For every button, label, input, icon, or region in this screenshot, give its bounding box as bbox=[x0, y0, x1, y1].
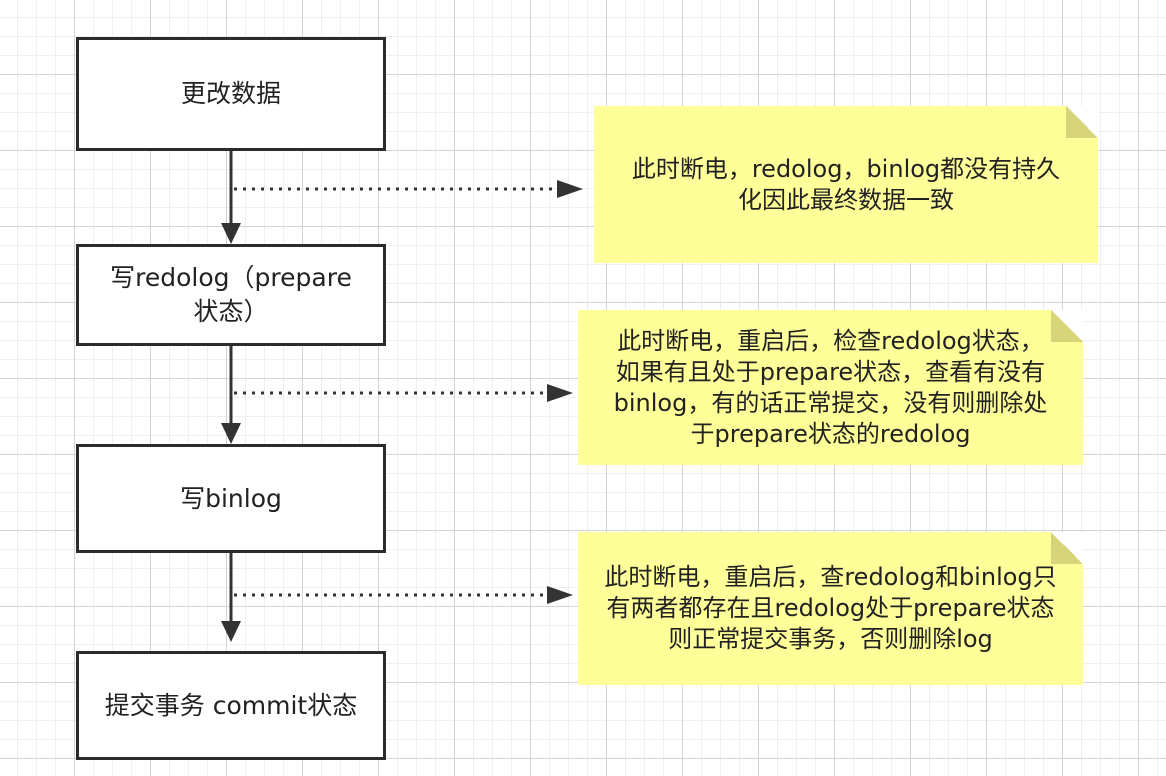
step-commit-box[interactable]: 提交事务 commit状态 bbox=[76, 651, 386, 760]
step-update-label: 更改数据 bbox=[180, 79, 281, 108]
flow-arrow-redolog-to-binlog bbox=[221, 346, 241, 444]
note-3-sticky[interactable]: 此时断电，重启后，查redolog和binlog只有两者都存在且redolog处… bbox=[578, 532, 1083, 685]
step-redolog-box[interactable]: 写redolog（prepare状态） bbox=[76, 244, 386, 346]
note-2-sticky[interactable]: 此时断电，重启后，检查redolog状态，如果有且处于prepare状态，查看有… bbox=[578, 310, 1083, 465]
flow-arrow-binlog-to-commit bbox=[221, 553, 241, 642]
note-3-fold-corner bbox=[1051, 532, 1083, 564]
step-redolog-label: 写redolog（prepare状态） bbox=[110, 263, 352, 326]
step-binlog-label: 写binlog bbox=[180, 483, 282, 513]
step-update-box[interactable]: 更改数据 bbox=[76, 37, 386, 151]
note-3-text: 此时断电，重启后，查redolog和binlog只有两者都存在且redolog处… bbox=[604, 563, 1057, 653]
note-1-sticky[interactable]: 此时断电，redolog，binlog都没有持久化因此最终数据一致 bbox=[594, 106, 1098, 263]
note-2-fold-corner bbox=[1051, 310, 1083, 342]
dotted-arrow-to-note-3 bbox=[234, 586, 573, 604]
step-binlog-box[interactable]: 写binlog bbox=[76, 444, 386, 553]
note-2-text: 此时断电，重启后，检查redolog状态，如果有且处于prepare状态，查看有… bbox=[613, 326, 1048, 448]
flow-arrow-update-to-redolog bbox=[221, 151, 241, 244]
dotted-arrow-to-note-1 bbox=[234, 180, 583, 198]
step-commit-label: 提交事务 commit状态 bbox=[104, 690, 358, 720]
dotted-arrow-to-note-2 bbox=[234, 384, 573, 402]
note-1-text: 此时断电，redolog，binlog都没有持久化因此最终数据一致 bbox=[631, 154, 1061, 214]
note-1-fold-corner bbox=[1066, 106, 1098, 138]
